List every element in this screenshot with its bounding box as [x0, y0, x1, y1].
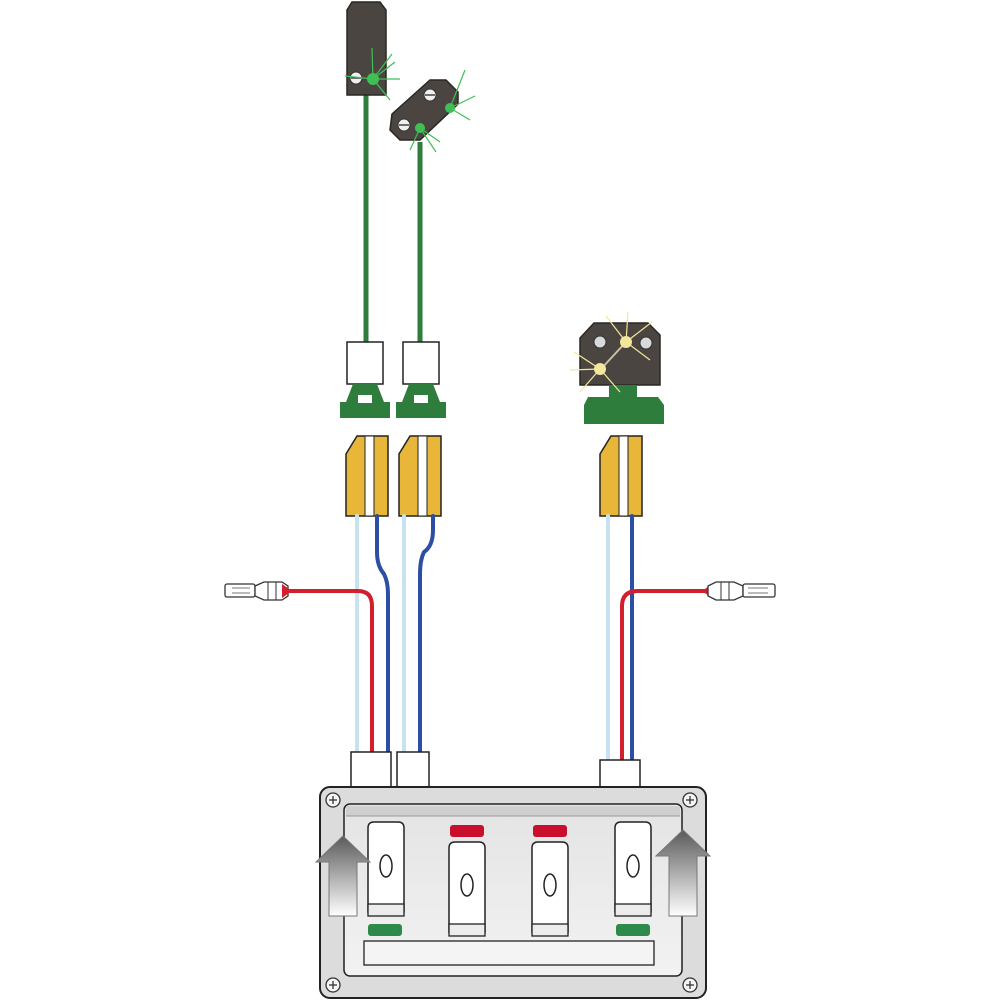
- signal-3: [569, 311, 664, 424]
- indicator-green-1: [368, 924, 402, 936]
- control-box: [314, 786, 712, 999]
- push-button-3[interactable]: [531, 841, 569, 937]
- connector-1: [345, 435, 389, 517]
- signal-1-base: [340, 341, 390, 418]
- push-button-2[interactable]: [448, 841, 486, 937]
- signal-1-lamps: [344, 47, 400, 101]
- connector-2: [398, 435, 442, 517]
- indicator-red-1: [450, 825, 484, 837]
- signal-3-lamps: [569, 311, 653, 393]
- push-button-1[interactable]: [367, 821, 405, 917]
- screw-icon: [325, 977, 341, 993]
- screw-icon: [325, 792, 341, 808]
- arrow-up-icon: [654, 829, 712, 917]
- arrow-up-icon: [314, 835, 372, 917]
- wires: [286, 514, 714, 762]
- label-strip: [363, 940, 655, 966]
- signal-2: [389, 69, 476, 342]
- indicator-green-2: [616, 924, 650, 936]
- power-plug-left: [224, 581, 292, 601]
- signal-2-lamps: [397, 69, 476, 153]
- push-button-4[interactable]: [614, 821, 652, 917]
- power-plug-right: [702, 581, 776, 601]
- connector-3: [599, 435, 643, 517]
- box-sockets: [350, 751, 641, 789]
- screw-icon: [682, 792, 698, 808]
- screw-icon: [682, 977, 698, 993]
- indicator-red-2: [533, 825, 567, 837]
- signal-2-base: [396, 341, 446, 418]
- signal-1: [344, 1, 400, 342]
